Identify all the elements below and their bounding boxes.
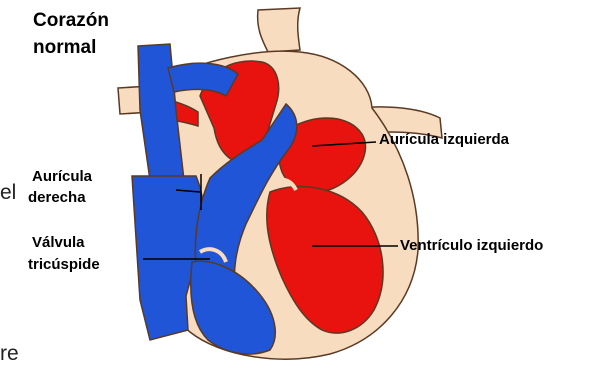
label-left-ventricle: Ventrículo izquierdo (400, 237, 543, 255)
background-text-fragment-2: re (0, 342, 19, 366)
label-tricuspid-line2: tricúspide (28, 256, 100, 274)
label-right-atrium-line1: Aurícula (32, 168, 92, 186)
aorta-tissue (258, 8, 300, 52)
label-left-atrium: Aurícula izquierda (379, 131, 509, 149)
label-tricuspid-line1: Válvula (32, 234, 85, 252)
background-text-fragment-1: el (0, 181, 16, 205)
label-right-atrium-line2: derecha (28, 189, 86, 207)
diagram-title-line1: Corazón (33, 9, 109, 32)
diagram-title-line2: normal (33, 36, 96, 59)
